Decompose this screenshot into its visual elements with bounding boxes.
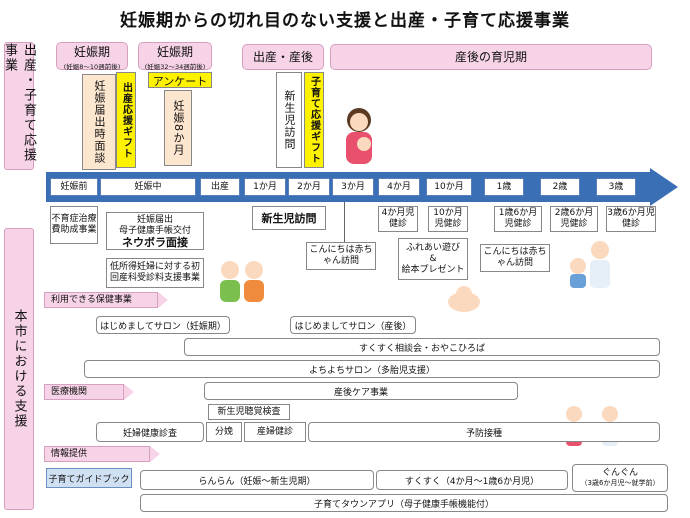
category-arrow — [150, 446, 160, 462]
fureai-1: ふれあい遊び — [405, 242, 460, 253]
doctor-illustration — [570, 241, 610, 288]
timeline-tick: 2か月 — [288, 178, 330, 196]
box-kenshin-10m: 10か月児健診 — [428, 206, 468, 232]
box-fureai: ふれあい遊び & 絵本プレゼント — [398, 238, 468, 280]
box-kenshin-3y: 3歳6か月児健診 — [606, 206, 656, 232]
gungun-label: ぐんぐん — [601, 468, 638, 478]
box-todokede-2: 母子健康手帳交付 — [118, 225, 191, 236]
timeline-tick: 出産 — [200, 178, 240, 196]
fureai-2: & — [429, 253, 437, 264]
category-info: 情報提供 — [44, 446, 150, 462]
box-kenshin-4m: 4か月児健診 — [378, 206, 418, 232]
bar-bunben: 分娩 — [206, 422, 242, 442]
phase-sub: (妊娠32～34週前後) — [144, 63, 206, 71]
phase-sub: (妊娠8～10週前後) — [63, 63, 121, 71]
side-label-bottom-text: 本市における支援 — [11, 309, 27, 429]
category-arrow — [124, 384, 134, 400]
note-gift-birth-text: 出産応援ギフト — [120, 81, 132, 159]
note-eight-text: 妊娠8か月 — [172, 100, 185, 156]
guidebook-label: 子育てガイドブック — [46, 468, 132, 488]
note-gift-childcare-text: 子育て応援ギフト — [308, 76, 320, 164]
note-survey: アンケート — [148, 72, 212, 88]
page-title: 妊娠期からの切れ目のない支援と出産・子育て応援事業 — [120, 11, 570, 31]
note-gift-childcare: 子育て応援ギフト — [304, 72, 324, 168]
timeline-tick: 1か月 — [244, 178, 286, 196]
gungun-sub: （3歳6か月児～就学前） — [580, 479, 660, 487]
category-arrow — [158, 292, 168, 308]
category-health: 利用できる保健事業 — [44, 292, 158, 308]
mother-baby-illustration — [346, 108, 372, 164]
phase-pregnancy-late: 妊娠期 (妊娠32～34週前後) — [138, 42, 212, 71]
timeline-arrowhead — [650, 168, 678, 206]
timeline-tick: 1歳 — [484, 178, 524, 196]
note-gift-birth: 出産応援ギフト — [116, 72, 136, 168]
bar-sukusuku: すくすく相談会・おやこひろば — [184, 338, 660, 356]
bar-sukusuku-guide: すくすく（4か月～1歳6か月児） — [376, 470, 568, 490]
phase-birth: 出産・産後 — [242, 44, 324, 70]
timeline-tick: 2歳 — [540, 178, 580, 196]
box-shinseiji: 新生児訪問 — [252, 206, 326, 230]
baby-illustration — [448, 286, 480, 312]
bar-ninpu: 妊婦健康診査 — [96, 422, 204, 442]
box-kenshin-2y: 2歳6か月児健診 — [550, 206, 598, 232]
note-visit-text: 新生児訪問 — [283, 90, 296, 150]
timeline-tick: 10か月 — [426, 178, 472, 196]
phase-childcare: 産後の育児期 — [330, 44, 652, 70]
timeline-tick: 妊娠前 — [50, 178, 98, 196]
phase-label: 妊娠期 — [73, 45, 110, 59]
note-eight-months: 妊娠8か月 — [164, 90, 192, 166]
box-funin: 不育症治療費助成事業 — [50, 206, 98, 244]
bar-yobo: 予防接種 — [308, 422, 660, 442]
bar-salon-postpartum: はじめましてサロン（産後） — [290, 316, 416, 334]
note-todoke-text: 妊娠届出時面談 — [93, 80, 106, 164]
bar-sanpu: 産婦健診 — [244, 422, 306, 442]
box-konnichiwa: こんにちは赤ちゃん訪問 — [306, 242, 376, 270]
bar-gungun: ぐんぐん （3歳6か月児～就学前） — [572, 464, 668, 492]
family-illustration — [220, 261, 264, 302]
note-todoke: 妊娠届出時面談 — [82, 74, 116, 170]
timeline-tick: 3歳 — [596, 178, 636, 196]
timeline-tick: 3か月 — [332, 178, 374, 196]
box-todokede-1: 妊娠届出 — [136, 214, 173, 225]
side-label-top-text: 出産・子育て応援事業 — [2, 43, 36, 163]
box-todokede-3: ネウボラ面接 — [122, 235, 188, 249]
box-kenshin-1y: 1歳6か月児健診 — [494, 206, 542, 232]
box-konnichiwa-2: こんにちは赤ちゃん訪問 — [480, 244, 550, 272]
fureai-3: 絵本プレゼント — [401, 264, 465, 275]
side-label-top: 出産・子育て応援事業 — [2, 42, 36, 170]
timeline-tick: 妊娠中 — [100, 178, 196, 196]
box-todokede: 妊娠届出 母子健康手帳交付 ネウボラ面接 — [106, 212, 204, 250]
timeline-tick: 4か月 — [378, 178, 420, 196]
side-label-bottom: 本市における支援 — [4, 228, 34, 510]
category-medical: 医療機関 — [44, 384, 124, 400]
bar-yochiyochi: よちよちサロン（多胎児支援） — [84, 360, 660, 378]
bar-salon-pregnancy: はじめましてサロン（妊娠期） — [96, 316, 230, 334]
bar-ranran: らんらん（妊娠～新生児期） — [140, 470, 374, 490]
bar-care: 産後ケア事業 — [204, 382, 518, 400]
bar-chokaku: 新生児聴覚検査 — [208, 404, 290, 420]
phase-label: 妊娠期 — [156, 45, 193, 59]
bar-app: 子育てタウンアプリ（母子健康手帳機能付） — [140, 494, 668, 512]
box-teishotoku: 低所得妊婦に対する初回産科受診料支援事業 — [106, 258, 204, 288]
phase-pregnancy-early: 妊娠期 (妊娠8～10週前後) — [56, 42, 128, 71]
note-visit: 新生児訪問 — [276, 72, 302, 168]
connector — [344, 202, 345, 242]
